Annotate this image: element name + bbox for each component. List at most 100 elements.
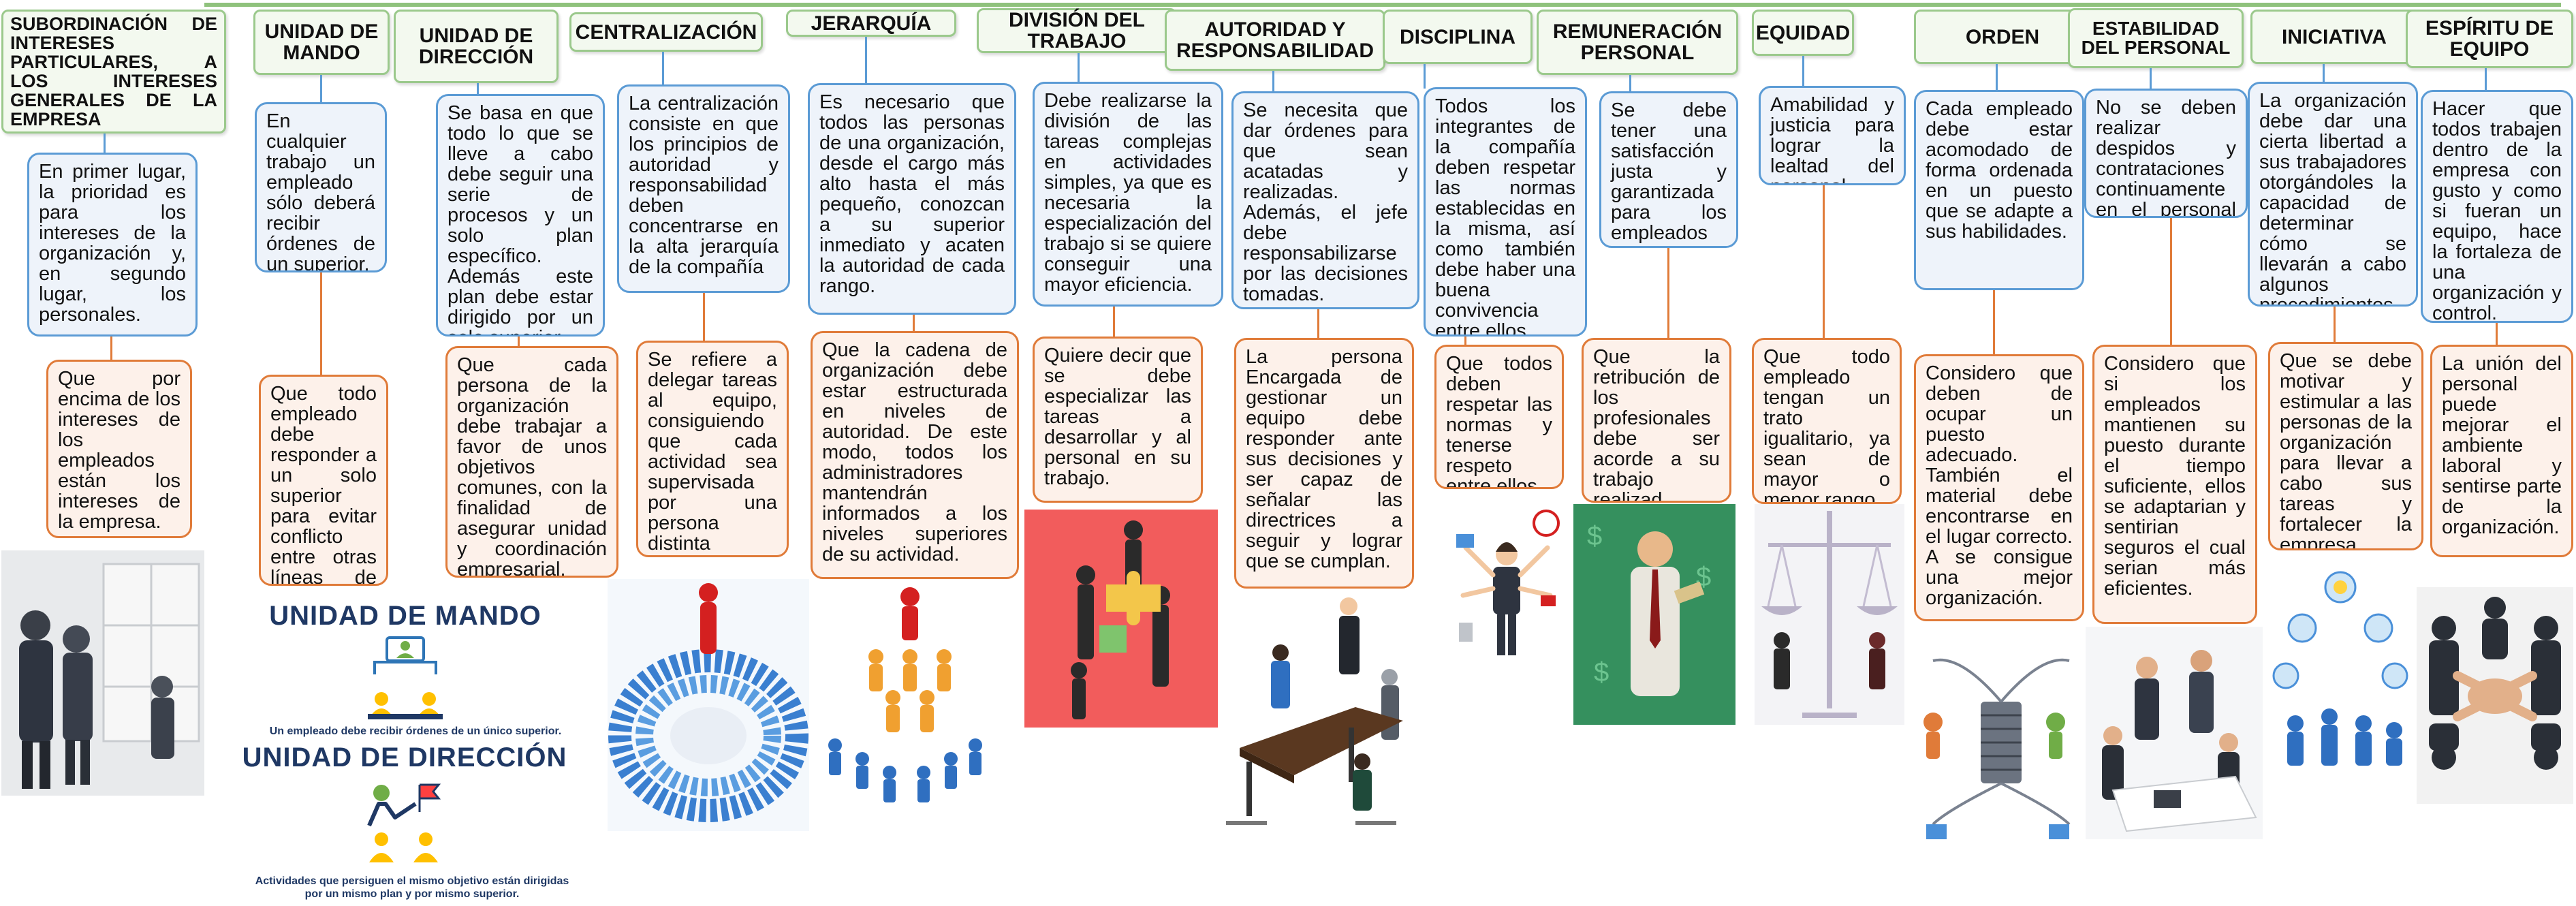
blue-box-disciplina: Todos los integrantes de la compañía deb… <box>1424 87 1587 337</box>
justice-scale-image <box>1755 504 1904 725</box>
connector <box>703 293 705 342</box>
title-estabilidad: ESTABILIDAD DEL PERSONAL <box>2068 8 2244 68</box>
column-centralizacion: CENTRALIZACIÓN La centralización consist… <box>567 0 790 906</box>
column-equidad: EQUIDAD Amabilidad y justicia para logra… <box>1748 0 1911 906</box>
connector <box>1113 307 1115 338</box>
title-disciplina: DISCIPLINA <box>1383 10 1533 64</box>
meeting-table-image <box>1219 591 1417 838</box>
blue-box-unidad-mando: En cualquier trabajo un empleado sólo de… <box>255 102 387 272</box>
order-organization-image <box>1913 627 2083 858</box>
title-division-trabajo: DIVISIÓN DEL TRABAJO <box>977 8 1177 53</box>
column-espiritu: ESPÍRITU DE EQUIPO Hacer que todos traba… <box>2403 0 2575 906</box>
title-jerarquia: JERARQUÍA <box>786 10 956 37</box>
connector <box>2334 307 2336 343</box>
orange-box-autoridad: La persona Encargada de gestionar un equ… <box>1234 338 1414 589</box>
connector <box>913 315 915 332</box>
orange-box-iniciativa: Que se debe motivar y estimular a las pe… <box>2268 342 2423 550</box>
column-iniciativa: INICIATIVA La organización debe dar una … <box>2248 0 2423 906</box>
blue-box-espiritu: Hacer que todos trabajen dentro de la em… <box>2421 90 2573 323</box>
blue-box-subordinacion: En primer lugar, la prioridad es para lo… <box>27 153 198 337</box>
column-division-trabajo: DIVISIÓN DEL TRABAJO Debe realizarse la … <box>977 0 1229 906</box>
crowd-circle-image <box>608 579 809 831</box>
column-orden: ORDEN Cada empleado debe estar acomodado… <box>1914 0 2091 906</box>
title-orden: ORDEN <box>1914 10 2091 64</box>
title-remuneracion: REMUNERACIÓN PERSONAL <box>1537 10 1738 75</box>
title-iniciativa: INICIATIVA <box>2250 10 2418 64</box>
column-jerarquia: JERARQUÍA Es necesario que todos las per… <box>783 0 1022 906</box>
orange-box-remuneracion: Que la retribución de los profesionales … <box>1582 338 1731 503</box>
title-centralizacion: CENTRALIZACIÓN <box>569 12 763 52</box>
salary-man-image: $ $ $ <box>1573 504 1735 725</box>
blue-box-unidad-direccion: Se basa en que todo lo que se lleve a ca… <box>436 94 605 337</box>
svg-text:$: $ <box>1594 657 1609 687</box>
orange-box-subordinacion: Que por encima de los intereses de los e… <box>46 360 192 538</box>
connector <box>2485 68 2487 91</box>
connector <box>2323 64 2325 83</box>
connector <box>1317 309 1319 339</box>
connector <box>104 134 106 154</box>
orange-box-division-trabajo: Quiere decir que se debe especializar la… <box>1033 337 1203 503</box>
blue-box-remuneracion: Se debe tener una satisfacción justa y g… <box>1599 91 1738 248</box>
unidad-mando-caption: Un empleado debe recibir órdenes de un ú… <box>269 725 562 737</box>
puzzle-people-photo <box>1024 510 1218 728</box>
connector <box>1996 64 1998 91</box>
blue-box-centralizacion: La centralización consiste en que los pr… <box>617 84 790 293</box>
blue-box-orden: Cada empleado debe estar acomodado de fo… <box>1914 90 2084 290</box>
connector <box>2496 323 2498 346</box>
connector <box>110 337 112 361</box>
connector <box>2150 68 2152 90</box>
blue-box-division-trabajo: Debe realizarse la división de las tarea… <box>1033 82 1223 307</box>
connector <box>1078 53 1080 83</box>
connector <box>1802 56 1804 87</box>
unidad-direccion-icon <box>354 778 456 866</box>
title-subordinacion: SUBORDINACIÓN DE INTERESES PARTICULARES,… <box>1 10 226 134</box>
orange-box-estabilidad: Considero que si los empleados mantienen… <box>2092 345 2257 624</box>
title-espiritu: ESPÍRITU DE EQUIPO <box>2406 10 2573 68</box>
title-autoridad: AUTORIDAD Y RESPONSABILIDAD <box>1165 10 1385 71</box>
blue-box-iniciativa: La organización debe dar una cierta libe… <box>2248 82 2418 307</box>
office-team-photo <box>2086 627 2263 839</box>
column-disciplina: DISCIPLINA Todos los integrantes de la c… <box>1383 0 1587 906</box>
connector <box>1272 71 1274 93</box>
blue-box-autoridad: Se necesita que dar órdenes para que sea… <box>1231 91 1419 309</box>
svg-text:$: $ <box>1587 521 1602 551</box>
column-unidad-direccion: UNIDAD DE DIRECCIÓN Se basa en que todo … <box>391 0 618 906</box>
top-connector-line <box>204 3 2561 7</box>
column-remuneracion: REMUNERACIÓN PERSONAL Se debe tener una … <box>1534 0 1738 906</box>
connector <box>518 337 520 347</box>
unidad-direccion-heading: UNIDAD DE DIRECCIÓN <box>242 743 567 772</box>
orange-box-centralizacion: Se refiere a delegar tareas al equipo, c… <box>636 341 789 557</box>
title-unidad-mando: UNIDAD DE MANDO <box>253 10 390 75</box>
orange-box-unidad-direccion: Que cada persona de la organización debe… <box>445 346 618 578</box>
column-autoridad: AUTORIDAD Y RESPONSABILIDAD Se necesita … <box>1163 0 1419 906</box>
blue-box-equidad: Amabilidad y justicia para lograr la lea… <box>1759 86 1906 185</box>
orange-box-disciplina: Que todos deben respetar las normas y te… <box>1434 345 1564 489</box>
orange-box-espiritu: La unión del personal puede mejorar el a… <box>2430 345 2573 557</box>
puzzle-team-photo <box>1 550 204 796</box>
connector <box>2170 218 2172 346</box>
connector <box>662 52 664 86</box>
column-unidad-mando: UNIDAD DE MANDO En cualquier trabajo un … <box>253 0 390 906</box>
unidad-mando-heading: UNIDAD DE MANDO <box>269 601 541 631</box>
connector <box>1424 64 1426 89</box>
light-bulbs-image <box>2268 560 2413 774</box>
blue-box-estabilidad: No se deben realizar despidos y contrata… <box>2084 89 2248 218</box>
connector <box>1629 75 1631 93</box>
orange-box-orden: Considero que deben de ocupar un puesto … <box>1914 354 2084 621</box>
blue-box-jerarquia: Es necesario que todos las personas de u… <box>808 83 1016 315</box>
hierarchy-figures-image <box>815 582 992 813</box>
multitask-woman-image <box>1452 507 1561 670</box>
connector <box>1464 337 1466 346</box>
connector <box>320 75 322 104</box>
title-equidad: EQUIDAD <box>1752 10 1854 56</box>
connector <box>865 37 867 84</box>
connector <box>1823 185 1825 339</box>
connector <box>1993 290 1995 356</box>
column-estabilidad: ESTABILIDAD DEL PERSONAL No se deben rea… <box>2068 0 2257 906</box>
connector <box>477 83 479 95</box>
connector <box>320 272 322 376</box>
unidad-mando-icon <box>354 634 456 722</box>
unidad-direccion-caption: Actividades que persiguen el mismo objet… <box>255 875 569 900</box>
orange-box-unidad-mando: Que todo empleado debe responder a un so… <box>259 375 388 586</box>
orange-box-jerarquia: Que la cadena de organización debe estar… <box>811 331 1019 579</box>
